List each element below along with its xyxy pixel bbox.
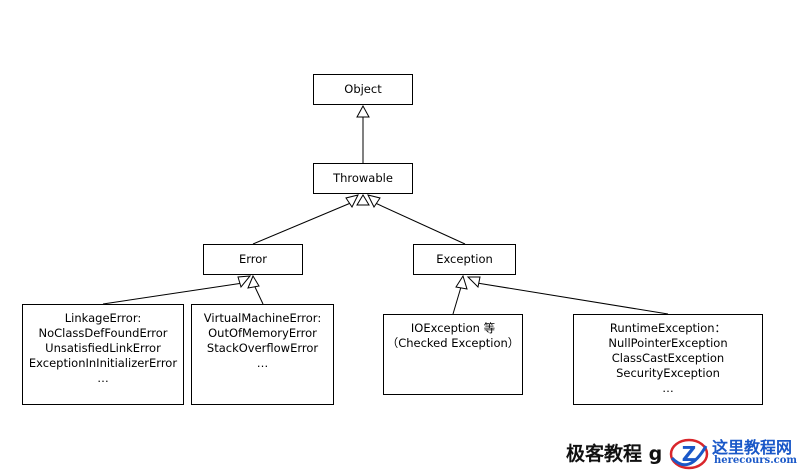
node-linkage-line: ExceptionInInitializerError [28,356,178,370]
node-exception-label: Exception [436,252,493,266]
node-io-exception: IOException 等 （Checked Exception） [383,314,523,395]
node-throwable: Throwable [313,163,413,194]
edge-exception-throwable [372,201,466,245]
node-runtime-line: ClassCastException [611,351,725,365]
edge-runtime-exception [476,282,669,315]
edge-error-throwable [252,201,354,245]
edge-io-exception [452,286,462,315]
arrowhead-error-left [237,275,252,289]
node-object: Object [313,74,413,105]
watermark-left-text: 极客教程 g [566,443,663,465]
arrowhead-throwable-center [356,194,370,206]
node-linkage-line: UnsatisfiedLinkError [45,341,161,355]
node-linkage-line: LinkageError: [64,311,142,325]
node-vm-line: … [256,356,269,370]
node-linkage-error: LinkageError: NoClassDefFoundError Unsat… [22,304,184,405]
edge-vm-error [254,286,264,305]
watermark: 极客教程 g Z 这里教程网 herecours.com [560,432,803,474]
node-throwable-label: Throwable [333,171,393,185]
node-error-label: Error [238,252,268,266]
node-runtime-line: NullPointerException [608,336,728,350]
node-error: Error [203,244,303,275]
node-io-line: IOException 等 [410,321,496,335]
arrowhead-throwable-left [345,194,359,208]
node-linkage-line: NoClassDefFoundError [38,326,168,340]
node-runtime-exception: RuntimeException： NullPointerException C… [573,314,763,405]
node-vm-line: StackOverflowError [206,341,319,355]
arrowhead-error-right [247,274,260,289]
watermark-site-url: herecours.com [714,455,798,466]
node-linkage-line: … [97,371,109,385]
node-runtime-line: … [662,381,674,395]
node-runtime-line: SecurityException [616,366,720,380]
arrowhead-throwable-right [367,194,381,208]
node-io-line: （Checked Exception） [386,336,520,350]
arrowhead-exception-right [466,276,481,289]
arrowhead-object [356,104,370,118]
node-vm-line: OutOfMemoryError [208,326,317,340]
node-object-label: Object [344,82,382,96]
site-logo-icon: Z [669,438,709,470]
edge-linkage-error [102,282,244,305]
svg-text:Z: Z [682,442,697,466]
node-exception: Exception [413,244,516,275]
arrowhead-exception-left [455,274,468,290]
watermark-site-name: 这里教程网 [712,438,793,457]
node-runtime-line: RuntimeException： [609,321,727,335]
node-vm-line: VirtualMachineError: [203,311,322,325]
node-vm-error: VirtualMachineError: OutOfMemoryError St… [191,304,334,405]
